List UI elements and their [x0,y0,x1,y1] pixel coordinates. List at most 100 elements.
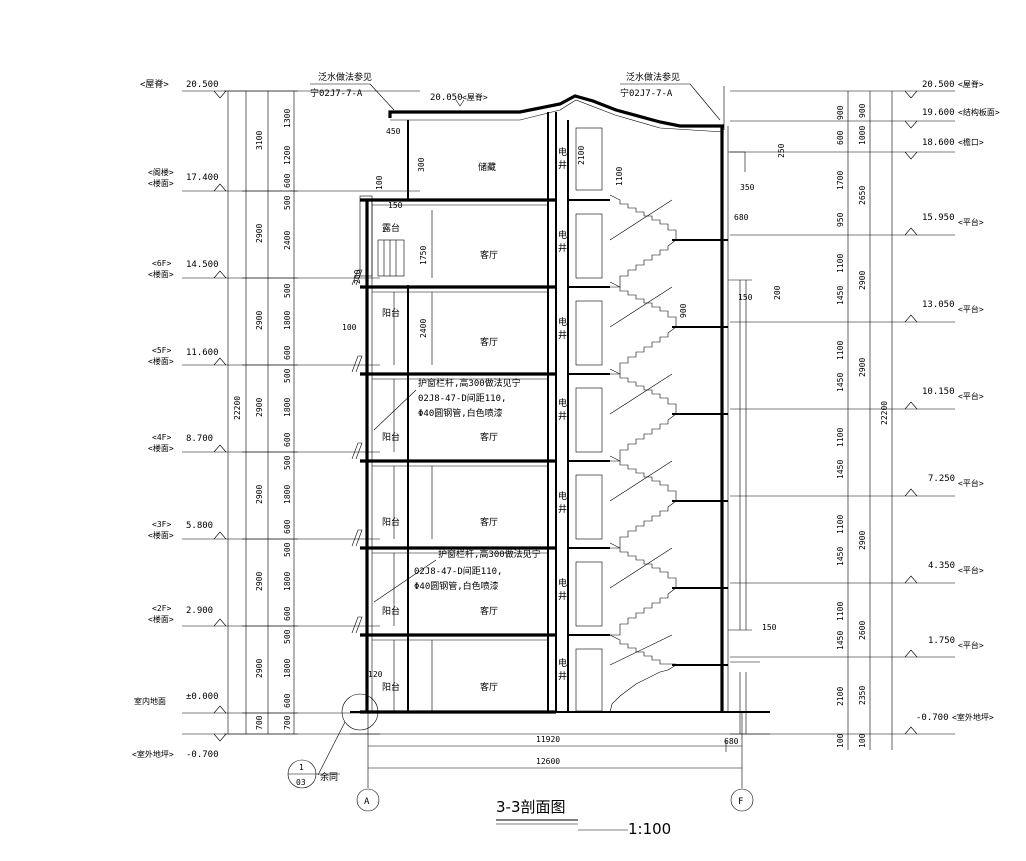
svg-text:1700: 1700 [836,171,845,190]
svg-text:<室外地坪>: <室外地坪> [132,749,174,759]
svg-text:<平台>: <平台> [958,217,984,227]
svg-text:余同: 余同 [320,771,338,783]
svg-text:15.950: 15.950 [922,213,955,223]
svg-text:<平台>: <平台> [958,304,984,314]
svg-text:2900: 2900 [255,398,264,417]
railing-note-lower: 护窗栏杆,高300做法见宁 02J8-47-D间距110, Φ40圆钢管,白色喷… [373,548,541,603]
svg-text:电: 电 [558,577,567,589]
svg-text:泛水做法参见: 泛水做法参见 [626,71,680,83]
svg-text:20.500: 20.500 [186,80,219,90]
svg-text:1100: 1100 [836,341,845,360]
svg-text:600: 600 [283,345,292,360]
svg-text:1100: 1100 [836,428,845,447]
svg-text:-0.700: -0.700 [916,713,949,723]
svg-text:200: 200 [773,285,782,300]
room-living: 客厅 [480,431,498,443]
level-marker-ground-left: 室内地面 ±0.000 [134,692,380,714]
svg-text:950: 950 [836,212,845,227]
svg-text:A: A [364,797,370,807]
svg-text:<平台>: <平台> [958,640,984,650]
svg-text:450: 450 [386,127,401,136]
svg-text:<屋脊>: <屋脊> [958,79,984,89]
svg-text:井: 井 [558,590,567,602]
svg-text:1450: 1450 [836,286,845,305]
svg-text:井: 井 [558,503,567,515]
svg-text:19.600: 19.600 [922,108,955,118]
svg-text:电: 电 [558,316,567,328]
svg-text:1800: 1800 [283,485,292,504]
svg-text:7.250: 7.250 [928,474,955,484]
room-balcony: 阳台 [382,681,400,693]
axis-bubble-A: A [356,788,380,812]
svg-text:680: 680 [734,213,749,222]
svg-text:井: 井 [558,329,567,341]
level-marker-structure-right: 19.600 <结构板面> [730,107,1000,129]
svg-text:700: 700 [283,715,292,730]
right-dimension-chains: 900 600 1700 950 1100 1450 1100 1450 110… [836,91,893,750]
level-marker-6f-left: <6F> <楼面> 14.500 [148,259,380,279]
svg-text:500: 500 [283,195,292,210]
svg-text:2900: 2900 [255,659,264,678]
svg-text:-0.700: -0.700 [186,750,219,760]
svg-text:100: 100 [836,733,845,748]
room-living: 客厅 [480,336,498,348]
svg-text:<平台>: <平台> [958,565,984,575]
svg-text:500: 500 [283,542,292,557]
svg-text:2900: 2900 [858,531,867,550]
drawing-title-text: 3-3剖面图 [496,798,566,816]
svg-text:1750: 1750 [419,246,428,265]
level-marker-platform-6: 15.950 <平台> [730,213,984,236]
svg-text:4.350: 4.350 [928,561,955,571]
svg-text:电: 电 [558,229,567,241]
svg-text:18.600: 18.600 [922,138,955,148]
svg-text:600: 600 [283,693,292,708]
level-marker-platform-3: 7.250 <平台> [730,474,984,497]
svg-text:1100: 1100 [836,602,845,621]
svg-text:<平台>: <平台> [958,391,984,401]
svg-text:<结构板面>: <结构板面> [958,107,1000,117]
svg-text:300: 300 [417,157,426,172]
level-marker-attic-left: <阁楼> <楼面> 17.400 [148,167,420,192]
svg-text:<楼面>: <楼面> [148,614,174,624]
room-balcony: 阳台 [382,605,400,617]
svg-text:2900: 2900 [255,572,264,591]
level-marker-platform-5: 13.050 <平台> [730,300,984,323]
svg-text:1000: 1000 [858,126,867,145]
svg-text:1800: 1800 [283,659,292,678]
svg-text:<平台>: <平台> [958,478,984,488]
svg-text:100: 100 [375,175,384,190]
svg-text:宁02J7-7-A: 宁02J7-7-A [620,87,673,99]
svg-text:500: 500 [283,629,292,644]
svg-text:11920: 11920 [536,735,560,744]
svg-text:600: 600 [283,519,292,534]
svg-text:10.150: 10.150 [922,387,955,397]
svg-text:200: 200 [353,269,362,284]
svg-text:5.800: 5.800 [186,521,213,531]
svg-text:22200: 22200 [880,401,889,425]
bottom-dimensions: 11920 12600 [367,712,743,788]
svg-text:<5F>: <5F> [152,346,171,355]
svg-text:护窗栏杆,高300做法见宁: 护窗栏杆,高300做法见宁 [418,377,521,389]
building-section [350,86,770,735]
svg-text:<2F>: <2F> [152,604,171,613]
svg-text:1450: 1450 [836,373,845,392]
svg-text:900: 900 [679,303,688,318]
svg-text:2400: 2400 [419,319,428,338]
roof-note-left: 泛水做法参见 宁02J7-7-A [310,71,395,111]
svg-text:井: 井 [558,410,567,422]
svg-text:1450: 1450 [836,460,845,479]
room-balcony: 阳台 [382,431,400,443]
svg-text:<6F>: <6F> [152,259,171,268]
svg-text:2600: 2600 [858,621,867,640]
svg-text:900: 900 [858,103,867,118]
level-marker-eave-right: 18.600 <檐口> [730,137,984,160]
drawing-title: 3-3剖面图 1:100 [496,798,671,838]
svg-text:2900: 2900 [858,271,867,290]
svg-text:F: F [738,797,743,807]
roof-profile [388,94,724,128]
svg-text:2650: 2650 [858,186,867,205]
level-marker-outdoor-right: -0.700 <室外地坪> [730,712,994,735]
svg-text:<屋脊>: <屋脊> [140,78,169,90]
svg-text:1.750: 1.750 [928,636,955,646]
svg-text:<楼面>: <楼面> [148,356,174,366]
